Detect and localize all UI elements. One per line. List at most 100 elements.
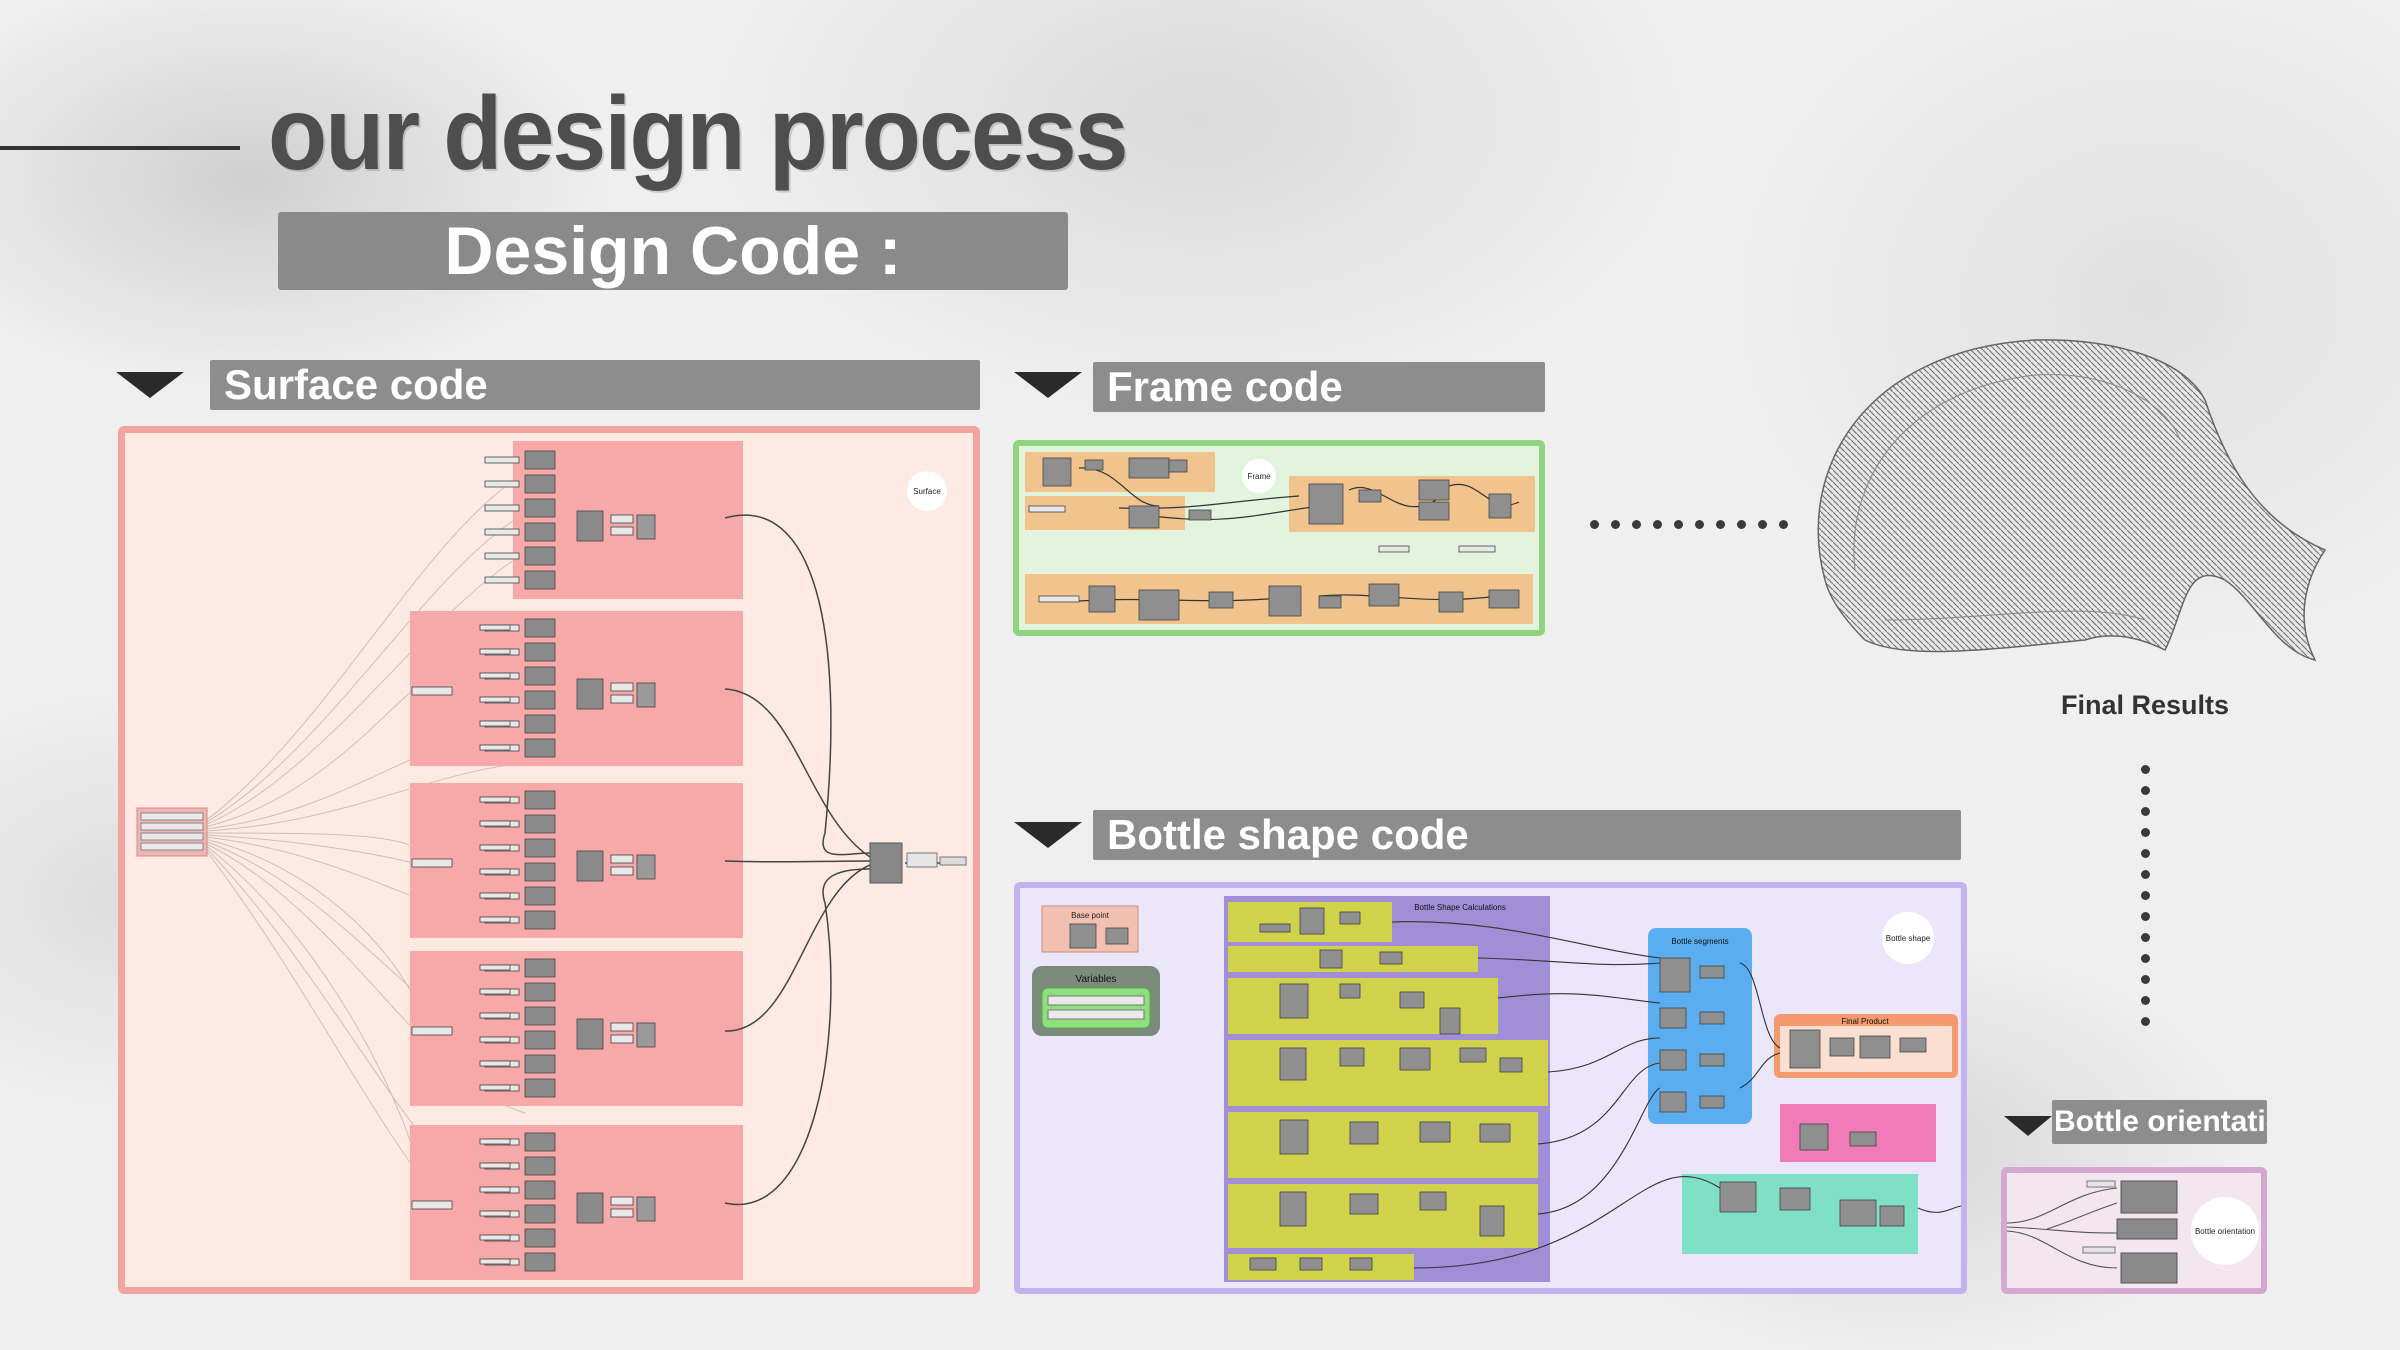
graph-node	[1084, 459, 1104, 471]
graph-node	[1859, 1035, 1891, 1059]
graph-node	[479, 672, 511, 679]
graph-node	[1418, 501, 1450, 521]
graph-node	[524, 1054, 556, 1074]
graph-node	[1488, 493, 1512, 519]
graph-node	[1379, 951, 1403, 965]
bottle-caret-icon	[1014, 822, 1082, 848]
graph-node	[479, 1036, 511, 1043]
graph-node	[524, 474, 556, 494]
graph-node	[610, 514, 634, 524]
bottle-calculations-label: Bottle Shape Calculations	[1414, 903, 1506, 912]
graph-node	[524, 690, 556, 710]
graph-node	[479, 1162, 511, 1169]
graph-node	[524, 642, 556, 662]
graph-node	[1789, 1029, 1821, 1069]
base-point-label: Base point	[1071, 911, 1110, 920]
frame-code-panel: Frame	[1013, 440, 1545, 636]
graph-node	[479, 1138, 511, 1145]
graph-node	[524, 1006, 556, 1026]
graph-node	[1279, 1047, 1307, 1081]
graph-node	[479, 1012, 511, 1019]
graph-node	[1368, 583, 1400, 607]
graph-node	[524, 450, 556, 470]
surface-nodes	[411, 450, 656, 1272]
graph-node	[1128, 505, 1160, 529]
graph-node	[1339, 911, 1361, 925]
graph-node	[524, 790, 556, 810]
graph-node	[1418, 479, 1450, 501]
surface-node-graph: Surface	[136, 441, 967, 1280]
graph-node	[1105, 927, 1129, 945]
graph-node	[524, 1180, 556, 1200]
graph-node	[479, 696, 511, 703]
bottle-shape-code-header: Bottle shape code	[1093, 810, 1961, 860]
surface-merge-node	[869, 842, 903, 884]
graph-node	[1659, 1007, 1687, 1029]
frame-nodes	[1028, 457, 1520, 621]
graph-node	[524, 1030, 556, 1050]
graph-node	[524, 498, 556, 518]
graph-node	[1299, 1257, 1323, 1271]
frame-to-result-connector	[1590, 520, 1788, 529]
graph-node	[1419, 1121, 1451, 1143]
bottle-segments-label: Bottle segments	[1671, 937, 1728, 946]
graph-node	[524, 838, 556, 858]
final-results-label: Final Results	[2060, 690, 2230, 720]
surface-badge	[907, 471, 947, 511]
graph-node	[1042, 457, 1072, 487]
bottle-shape-badge	[1882, 912, 1934, 964]
graph-node	[1349, 1193, 1379, 1215]
variables-label: Variables	[1076, 974, 1117, 985]
graph-node	[1458, 545, 1496, 553]
final-product-label: Final Product	[1841, 1017, 1889, 1026]
frame-code-label: Frame code	[1107, 363, 1343, 410]
graph-node	[576, 678, 604, 710]
graph-node	[576, 510, 604, 542]
graph-node	[484, 528, 520, 536]
graph-node	[636, 682, 656, 708]
graph-node	[1299, 907, 1325, 935]
graph-node	[479, 820, 511, 827]
graph-node	[479, 1186, 511, 1193]
graph-node	[484, 456, 520, 464]
graph-node	[1699, 965, 1725, 979]
graph-node	[1849, 1131, 1877, 1147]
graph-node	[479, 720, 511, 727]
graph-node	[636, 854, 656, 880]
graph-node	[524, 910, 556, 930]
graph-node	[524, 1204, 556, 1224]
graph-node	[1479, 1123, 1511, 1143]
graph-node	[524, 1228, 556, 1248]
graph-node	[524, 738, 556, 758]
graph-node	[1779, 1187, 1811, 1211]
graph-node	[484, 480, 520, 488]
graph-node	[636, 1196, 656, 1222]
graph-node	[610, 694, 634, 704]
graph-node	[1188, 509, 1212, 521]
graph-node	[479, 1060, 511, 1067]
page-title: our design process	[268, 76, 1129, 192]
graph-node	[524, 618, 556, 638]
graph-node	[1138, 589, 1180, 621]
graph-node	[610, 682, 634, 692]
bottle-orientation-panel: Bottle orientation	[2001, 1167, 2267, 1294]
graph-node	[411, 858, 453, 868]
graph-node	[1419, 1191, 1447, 1211]
graph-node	[1488, 589, 1520, 609]
graph-node	[479, 964, 511, 971]
graph-node	[1168, 459, 1188, 473]
graph-node	[524, 546, 556, 566]
graph-node	[576, 1018, 604, 1050]
graph-node	[524, 1078, 556, 1098]
graph-node	[1659, 1049, 1687, 1071]
graph-node	[1699, 1011, 1725, 1025]
bottle-shape-code-panel: Base point Variables Bottle Shape Calcul…	[1014, 882, 1967, 1294]
graph-node	[479, 624, 511, 631]
graph-node	[1318, 595, 1342, 609]
graph-node	[524, 886, 556, 906]
graph-node	[479, 892, 511, 899]
result-to-orientation-connector	[2141, 765, 2150, 1026]
graph-node	[1208, 591, 1234, 609]
graph-node	[1699, 1053, 1725, 1067]
bottle-orientation-badge	[2191, 1197, 2259, 1265]
